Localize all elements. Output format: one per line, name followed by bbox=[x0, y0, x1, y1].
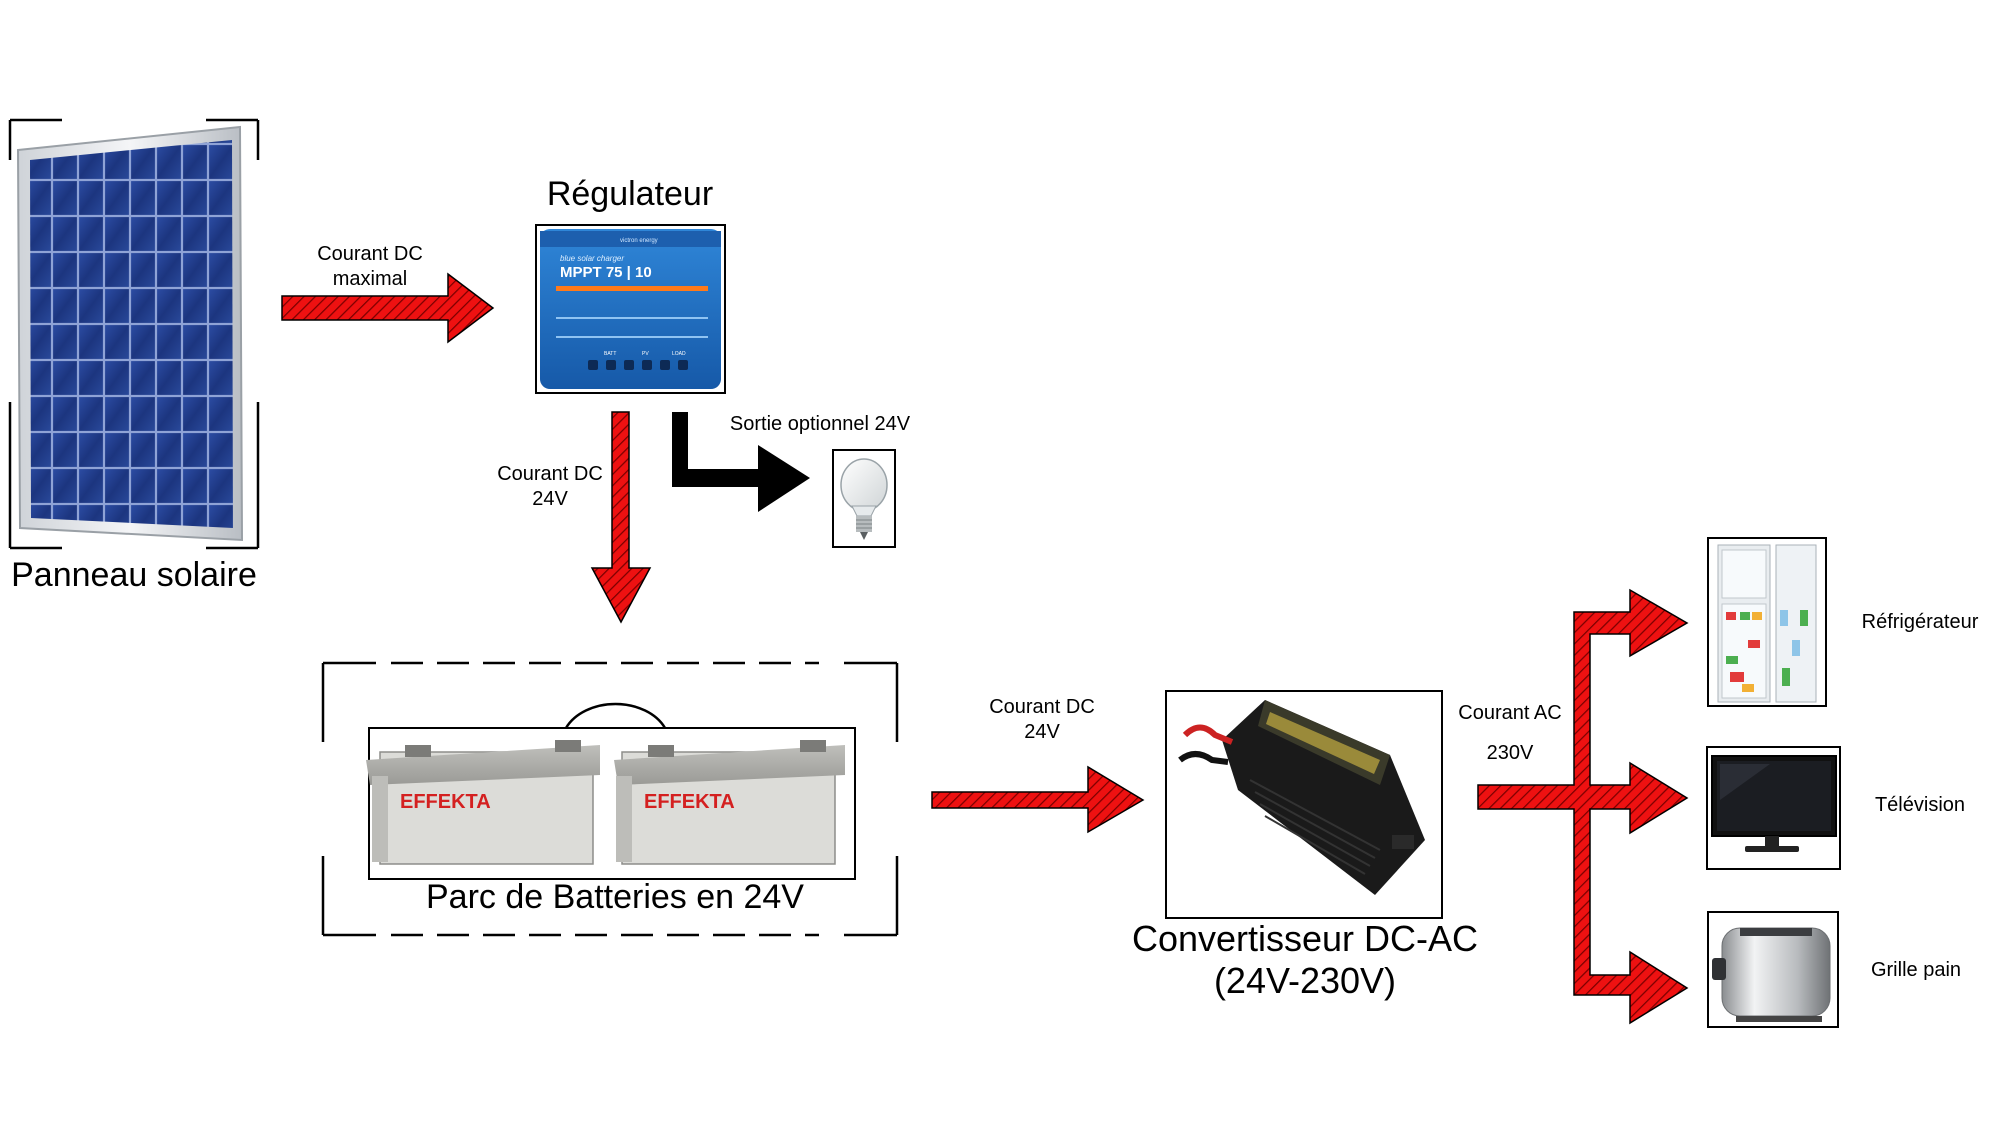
arrow-optional-output bbox=[672, 412, 810, 512]
toaster bbox=[1707, 911, 1839, 1028]
arrow-panel-to-regulator bbox=[281, 272, 495, 344]
regulator-label: Régulateur bbox=[546, 175, 714, 213]
panel-bracket-frame bbox=[8, 118, 260, 550]
flow-batteries-inverter-line1: Courant DC bbox=[989, 696, 1095, 718]
regulator-product-text: blue solar charger bbox=[560, 254, 624, 263]
regulator-brand-text: victron energy bbox=[620, 238, 658, 244]
regulator-device: MPPT 75 | 10 blue solar charger victron … bbox=[535, 224, 726, 394]
regulator-terminal-batt: BATT bbox=[604, 351, 616, 357]
optional-output-label: Sortie optionnel 24V bbox=[729, 413, 911, 435]
battery-bank: EFFEKTA EFFEKTA bbox=[321, 661, 899, 937]
battery-1-brand: EFFEKTA bbox=[400, 791, 491, 813]
toaster-label: Grille pain bbox=[1870, 959, 1962, 981]
inverter-label-line2: (24V-230V) bbox=[1213, 960, 1397, 1001]
flow-batteries-inverter-line2: 24V bbox=[1024, 721, 1060, 743]
flow-regulator-batteries-line1: Courant DC bbox=[497, 463, 603, 485]
fridge-label: Réfrigérateur bbox=[1861, 611, 1979, 633]
battery-1: EFFEKTA bbox=[366, 740, 600, 865]
battery-2: EFFEKTA bbox=[614, 740, 845, 865]
flow-inverter-loads-line2: 230V bbox=[1486, 742, 1534, 764]
television bbox=[1706, 746, 1841, 870]
regulator-model-text: MPPT 75 | 10 bbox=[560, 264, 652, 281]
arrow-inverter-to-loads bbox=[1477, 588, 1689, 1025]
arrow-regulator-to-batteries bbox=[590, 411, 652, 624]
battery-2-brand: EFFEKTA bbox=[644, 791, 735, 813]
inverter-device bbox=[1165, 690, 1443, 919]
light-bulb bbox=[832, 449, 896, 548]
flow-panel-regulator-line2: maximal bbox=[332, 268, 408, 290]
regulator-terminal-load: LOAD bbox=[672, 351, 686, 357]
arrow-batteries-to-inverter bbox=[931, 765, 1145, 834]
refrigerator bbox=[1707, 537, 1827, 707]
solar-panel bbox=[8, 118, 260, 550]
flow-regulator-batteries-line2: 24V bbox=[532, 488, 568, 510]
flow-panel-regulator-line1: Courant DC bbox=[317, 243, 423, 265]
regulator-terminal-pv: PV bbox=[642, 351, 649, 357]
flow-inverter-loads-line1: Courant AC bbox=[1458, 702, 1562, 724]
panel-label: Panneau solaire bbox=[11, 556, 257, 594]
inverter-label-line1: Convertisseur DC-AC bbox=[1131, 918, 1479, 959]
batteries-label: Parc de Batteries en 24V bbox=[425, 878, 804, 916]
tv-label: Télévision bbox=[1874, 794, 1966, 816]
